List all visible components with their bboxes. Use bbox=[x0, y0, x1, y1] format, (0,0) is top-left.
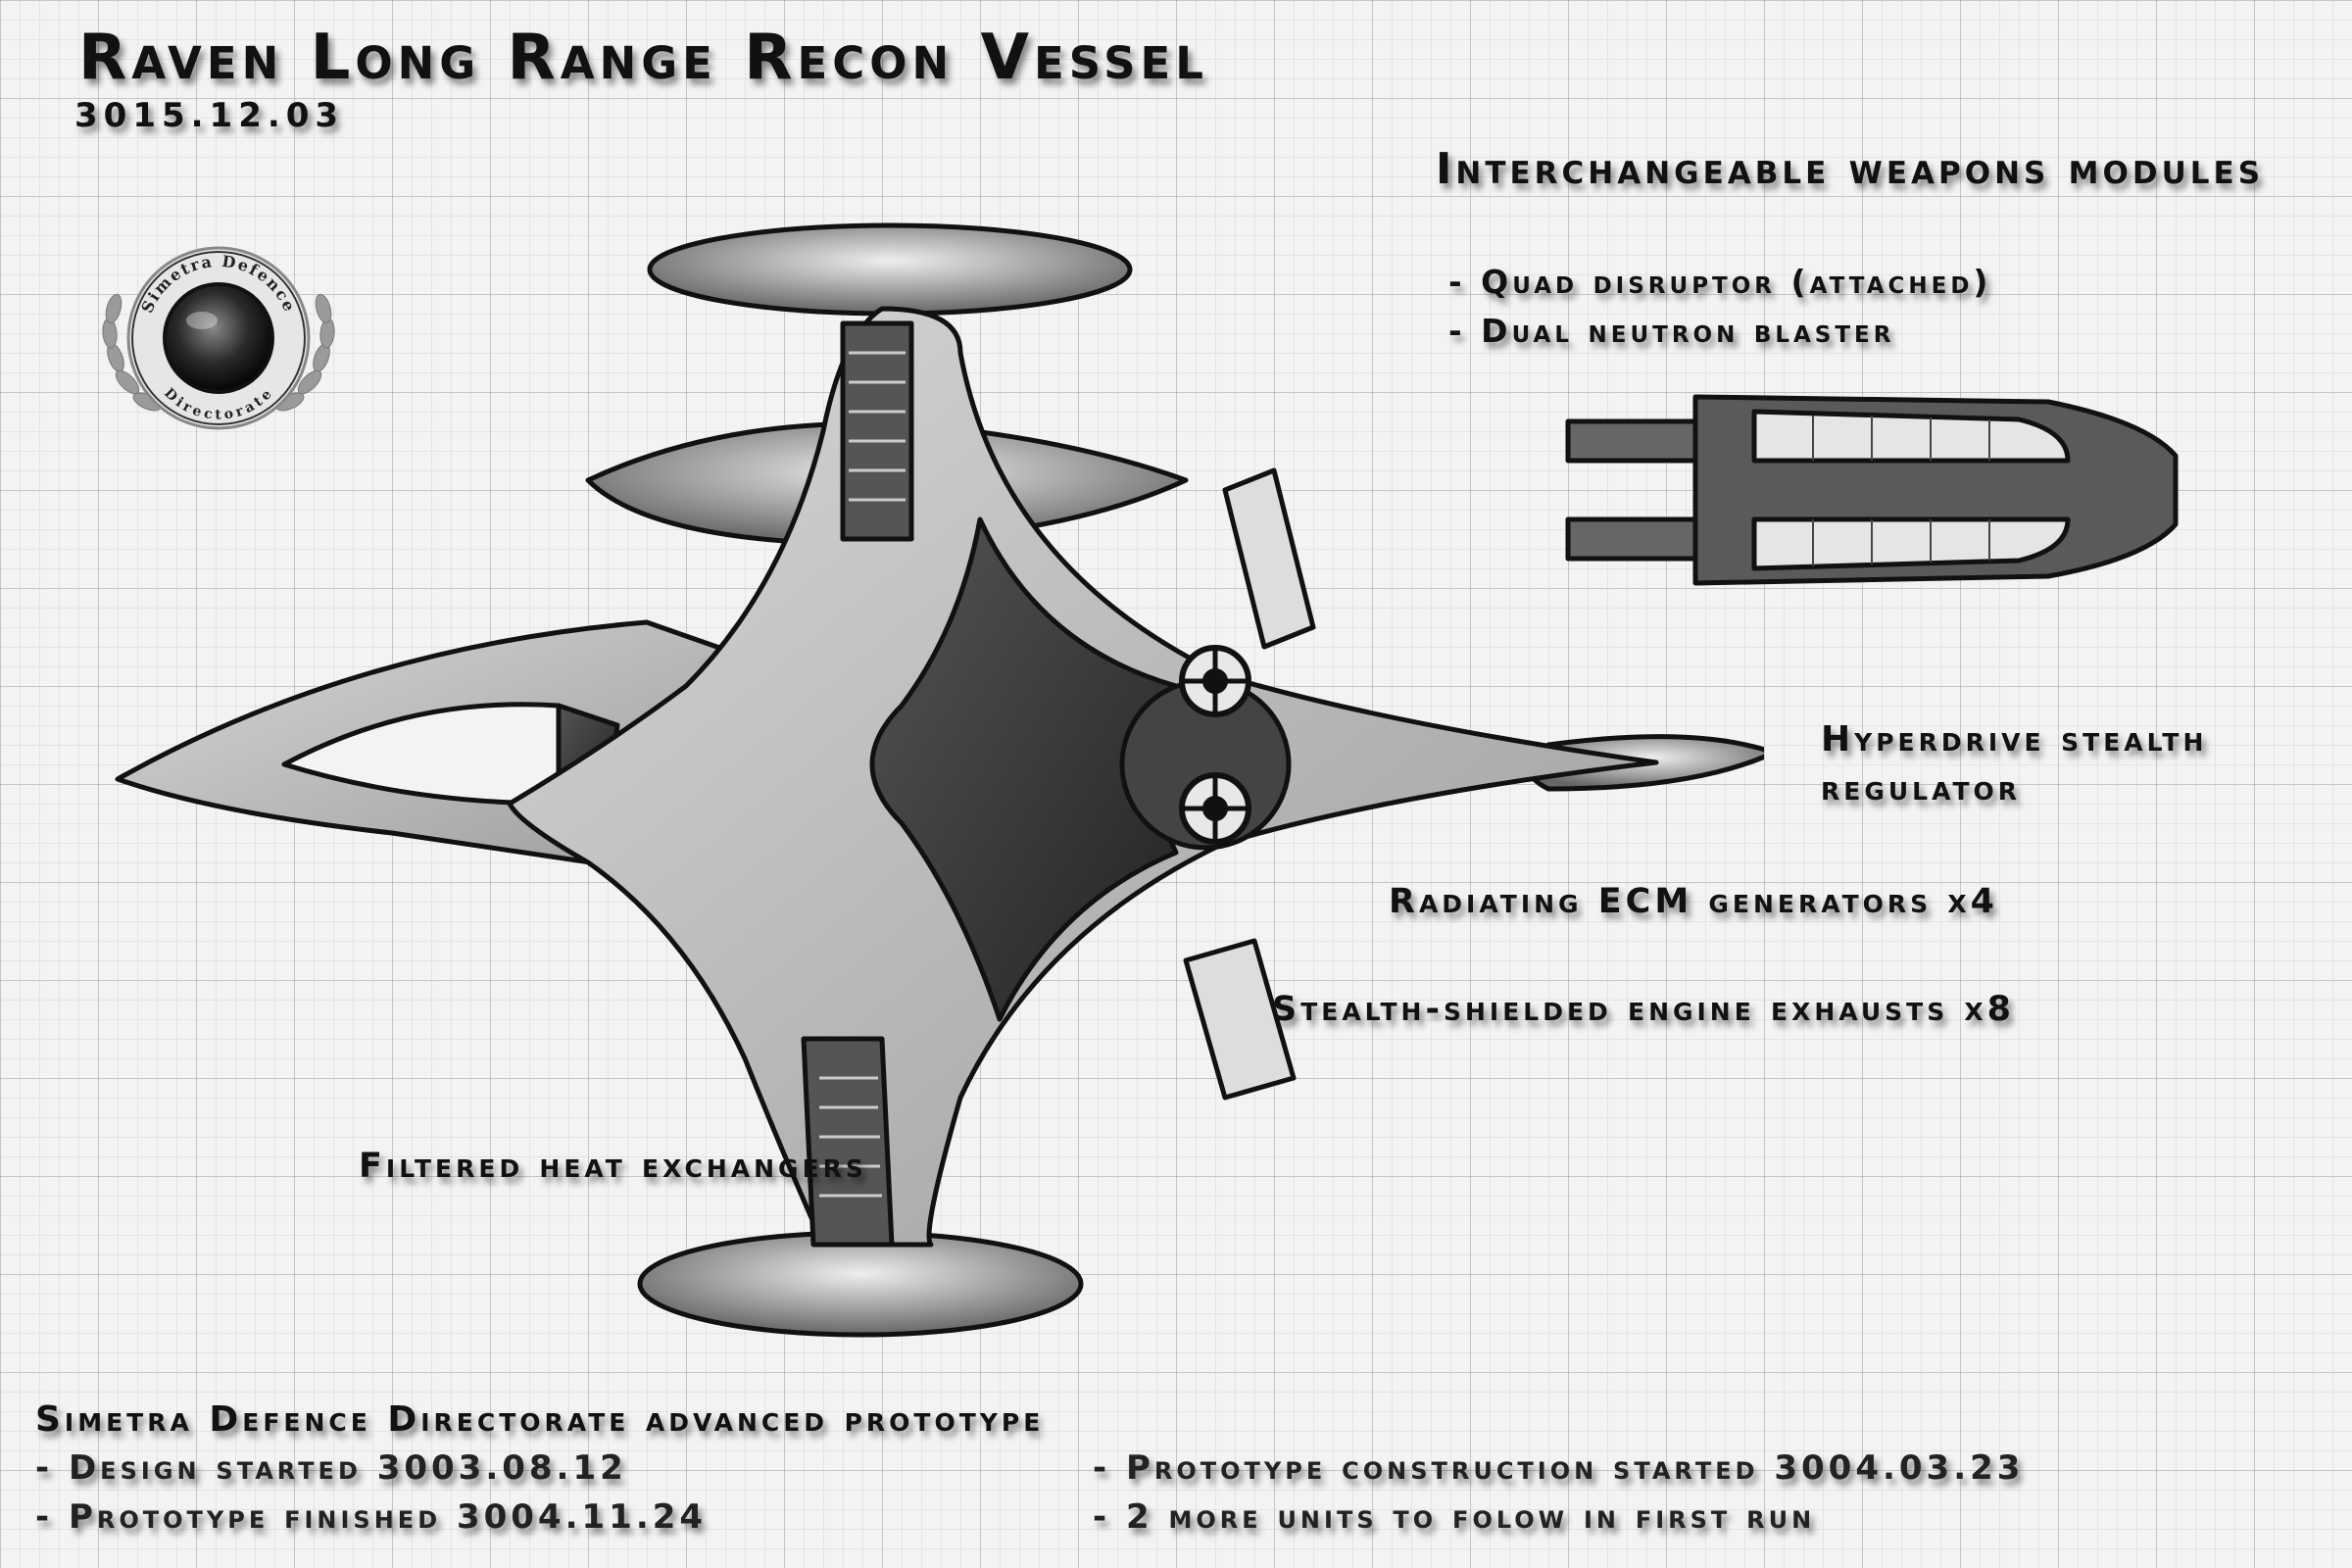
laurel-wreath-icon bbox=[102, 293, 335, 412]
ship-drawing bbox=[115, 222, 1764, 1338]
weapon-module-drawing bbox=[1565, 394, 2179, 586]
footer-construction-started: - Prototype construction started 3004.03… bbox=[1093, 1448, 2025, 1488]
ecm-generator-icon bbox=[1179, 645, 1251, 845]
weapons-heading: Interchangeable weapons modules bbox=[1436, 144, 2265, 194]
footer-design-started: - Design started 3003.08.12 bbox=[35, 1448, 627, 1488]
page-title: Raven Long Range Recon Vessel bbox=[78, 22, 1208, 94]
callout-exhausts: Stealth-shielded engine exhausts x8 bbox=[1272, 990, 2016, 1029]
footer-heading: Simetra Defence Directorate advanced pro… bbox=[35, 1399, 1045, 1440]
footer-prototype-finished: - Prototype finished 3004.11.24 bbox=[35, 1497, 708, 1537]
document-date: 3015.12.03 bbox=[74, 96, 345, 135]
footer-more-units: - 2 more units to folow in first run bbox=[1093, 1497, 1816, 1537]
weapon-item: - Dual neutron blaster bbox=[1448, 312, 1895, 350]
callout-ecm: Radiating ECM generators x4 bbox=[1389, 882, 1998, 921]
weapon-item: - Quad disruptor (attached) bbox=[1448, 263, 1992, 301]
callout-hyperdrive: Hyperdrive stealth regulator bbox=[1821, 719, 2208, 808]
callout-heat-exchangers: Filtered heat exchangers bbox=[359, 1147, 867, 1186]
simetra-emblem: Simetra Defence Directorate bbox=[102, 246, 335, 430]
